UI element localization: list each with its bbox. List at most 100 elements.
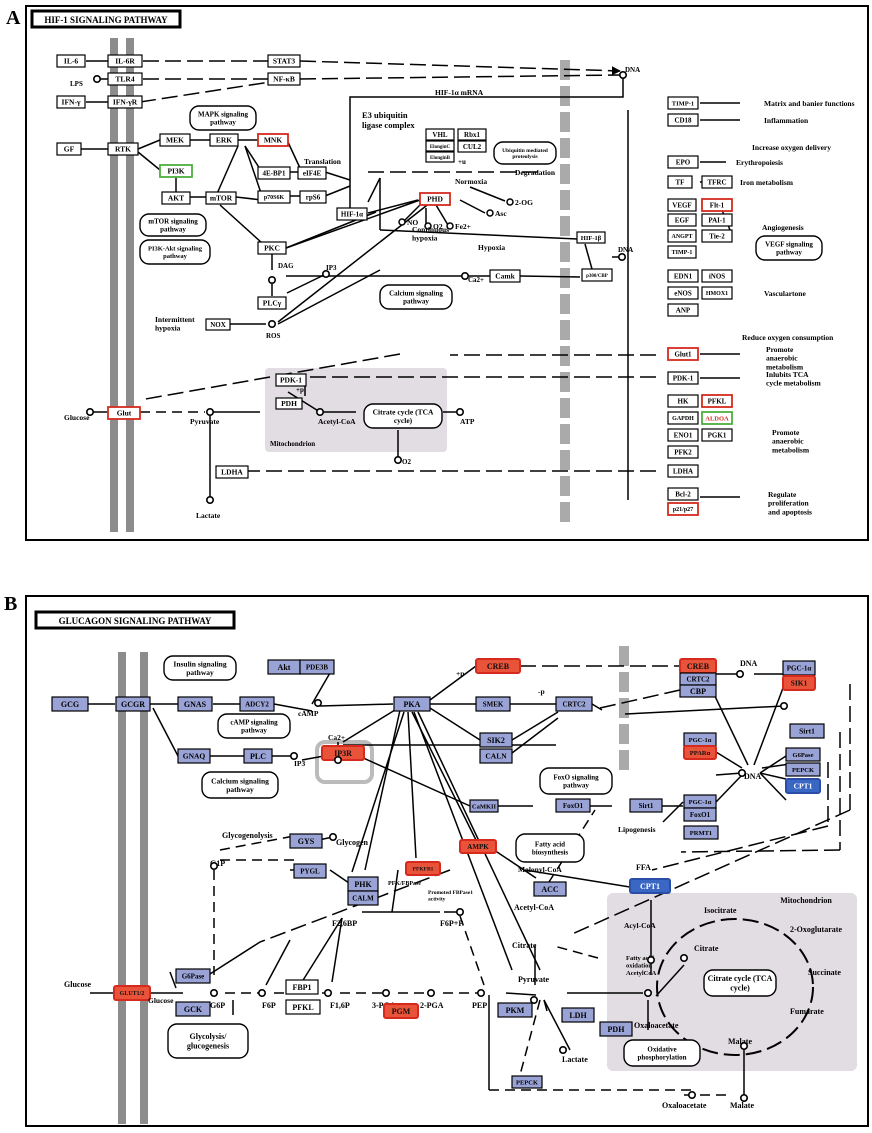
svg-text:O2: O2 bbox=[433, 222, 443, 231]
svg-text:HIF-1β: HIF-1β bbox=[581, 235, 602, 242]
svg-text:Glut: Glut bbox=[117, 409, 132, 418]
panel-a-nodes-vhl: VHL bbox=[425, 128, 455, 141]
membrane-bar-b1 bbox=[118, 652, 126, 1124]
panel-b-nodes-gnaq: GNAQ bbox=[177, 748, 211, 764]
panel-a-nodes-elonginb: ElonginB bbox=[425, 151, 455, 163]
svg-text:PAI-1: PAI-1 bbox=[708, 217, 726, 225]
svg-text:LPS: LPS bbox=[70, 80, 83, 88]
panel-a-nodes-pyruvate: Pyruvate bbox=[190, 417, 220, 426]
svg-text:PEPCK: PEPCK bbox=[792, 767, 814, 774]
panel-b-nodes-f6p: F6P bbox=[262, 1001, 276, 1010]
panel-a-targets-pfk2: PFK2 bbox=[667, 445, 699, 459]
svg-text:GCG: GCG bbox=[61, 700, 79, 709]
panel-a-nodes-rtk: RTK bbox=[107, 142, 139, 156]
svg-text:metabolism: metabolism bbox=[766, 362, 804, 371]
svg-text:2-PGA: 2-PGA bbox=[420, 1001, 444, 1010]
svg-text:ROS: ROS bbox=[266, 332, 281, 340]
svg-text:TIMP-1: TIMP-1 bbox=[672, 250, 693, 256]
svg-text:Inflammation: Inflammation bbox=[764, 116, 809, 125]
node-dot bbox=[257, 988, 266, 997]
panel-b-nodes-pgc1a: PGC-1α bbox=[782, 660, 816, 676]
svg-text:SIK2: SIK2 bbox=[487, 736, 505, 745]
svg-text:PDH: PDH bbox=[281, 399, 297, 408]
node-dot bbox=[210, 988, 219, 997]
panel-a-targets-edn1: EDN1 bbox=[667, 269, 699, 283]
svg-text:Citrate cycle (TCA: Citrate cycle (TCA bbox=[373, 407, 434, 416]
node-dot bbox=[460, 271, 469, 280]
svg-text:Glucose: Glucose bbox=[148, 996, 174, 1005]
svg-text:PGK1: PGK1 bbox=[708, 432, 727, 440]
svg-text:ElonginB: ElonginB bbox=[430, 156, 451, 161]
panel-a-targets-tie2: Tie-2 bbox=[701, 229, 733, 243]
panel-b-nodes-acylcoa: Acyl-CoA bbox=[624, 921, 656, 930]
svg-text:DNA: DNA bbox=[744, 772, 762, 781]
panel-b-nodes-fumarate: Fumarate bbox=[790, 1007, 824, 1016]
svg-text:GCGR: GCGR bbox=[121, 700, 145, 709]
node-dot bbox=[426, 988, 435, 997]
panel-b-nodes-malonyl: Malonyl-CoA bbox=[518, 865, 562, 874]
panel-a-nodes-erk: ERK bbox=[209, 133, 239, 147]
panel-a-nodes-plcg: PLCγ bbox=[257, 296, 287, 310]
panel-a-targets-tfrc: TFRC bbox=[701, 175, 733, 189]
svg-text:DNA: DNA bbox=[740, 659, 758, 668]
node-dot bbox=[313, 698, 322, 707]
panel-a-nodes-translation: Translation bbox=[304, 157, 342, 166]
panel-a-outcomes-oxygen: Increase oxygen delivery bbox=[752, 143, 831, 152]
panel-b-nodes-glycogen: Glycogen bbox=[336, 838, 369, 847]
svg-text:Camk: Camk bbox=[495, 272, 515, 281]
panel-a-outcomes-iron: Iron metabolism bbox=[740, 178, 794, 187]
svg-text:Hypoxia: Hypoxia bbox=[478, 243, 505, 252]
panel-a-nodes-fe2: Fe2+ bbox=[446, 222, 471, 231]
panel-a-nodes-degradation: Degradation bbox=[515, 168, 556, 177]
svg-text:PHD: PHD bbox=[427, 195, 443, 204]
svg-text:CUL2: CUL2 bbox=[463, 143, 482, 151]
svg-text:GF: GF bbox=[64, 145, 75, 154]
svg-text:PFK2: PFK2 bbox=[674, 449, 692, 457]
panel-a-nodes-mtor: mTOR bbox=[205, 191, 237, 205]
node-dot bbox=[476, 988, 485, 997]
svg-text:VHL: VHL bbox=[432, 131, 448, 139]
panel-a-targets-epo: EPO bbox=[667, 155, 699, 169]
svg-text:+u: +u bbox=[458, 158, 466, 166]
panel-a-nodes-camk: Camk bbox=[489, 269, 521, 283]
panel-a-nodes-rps6: rpS6 bbox=[299, 190, 327, 204]
svg-text:Reduce oxygen consumption: Reduce oxygen consumption bbox=[742, 333, 834, 342]
svg-text:Ca2+: Ca2+ bbox=[328, 733, 345, 742]
panel-b-nodes-cpt1: CPT1 bbox=[629, 878, 671, 894]
svg-text:DAG: DAG bbox=[278, 262, 294, 270]
panel-b-nodes-gnas: GNAS bbox=[177, 696, 213, 712]
node-dot bbox=[687, 1091, 696, 1100]
panel-b-nodes-pfkl: PFKL bbox=[285, 999, 321, 1015]
panel-b-nodes-foxo1: FoxO1 bbox=[555, 798, 591, 813]
panel-b-nodes-glucose: Glucose bbox=[64, 980, 92, 989]
panel-a-targets-timp1: TIMP-1 bbox=[667, 96, 699, 110]
panel-b: B GLUCAGON SIGNALING PATHWAY bbox=[4, 593, 869, 1127]
svg-text:Calcium signaling: Calcium signaling bbox=[211, 776, 269, 785]
svg-text:DNA: DNA bbox=[618, 246, 633, 254]
node-dot bbox=[455, 407, 464, 416]
svg-text:Translation: Translation bbox=[304, 157, 342, 166]
svg-text:ERK: ERK bbox=[216, 136, 232, 145]
svg-text:Isocitrate: Isocitrate bbox=[704, 906, 737, 915]
panel-a-nodes-il6r: IL-6R bbox=[107, 54, 143, 68]
svg-text:CREB: CREB bbox=[487, 662, 510, 671]
svg-text:Intermittent: Intermittent bbox=[155, 315, 195, 324]
panel-a-nodes-hif1a: HIF-1α bbox=[336, 207, 368, 221]
panel-a-nodes-atp: ATP bbox=[460, 417, 475, 426]
panel-a-nodes-stat3: STAT3 bbox=[267, 54, 301, 68]
node-dot bbox=[455, 907, 464, 916]
panel-b-nodes-pep: PEP bbox=[472, 1001, 487, 1010]
svg-text:TLR4: TLR4 bbox=[115, 75, 134, 84]
panel-a-outcomes-erythro: Erythropoiesis bbox=[736, 158, 783, 167]
svg-text:CPT1: CPT1 bbox=[640, 882, 660, 891]
membrane-bar-a2 bbox=[126, 38, 134, 532]
panel-b-nodes-g6pase: G6Pase bbox=[175, 968, 211, 984]
svg-text:Regulate: Regulate bbox=[768, 490, 797, 499]
